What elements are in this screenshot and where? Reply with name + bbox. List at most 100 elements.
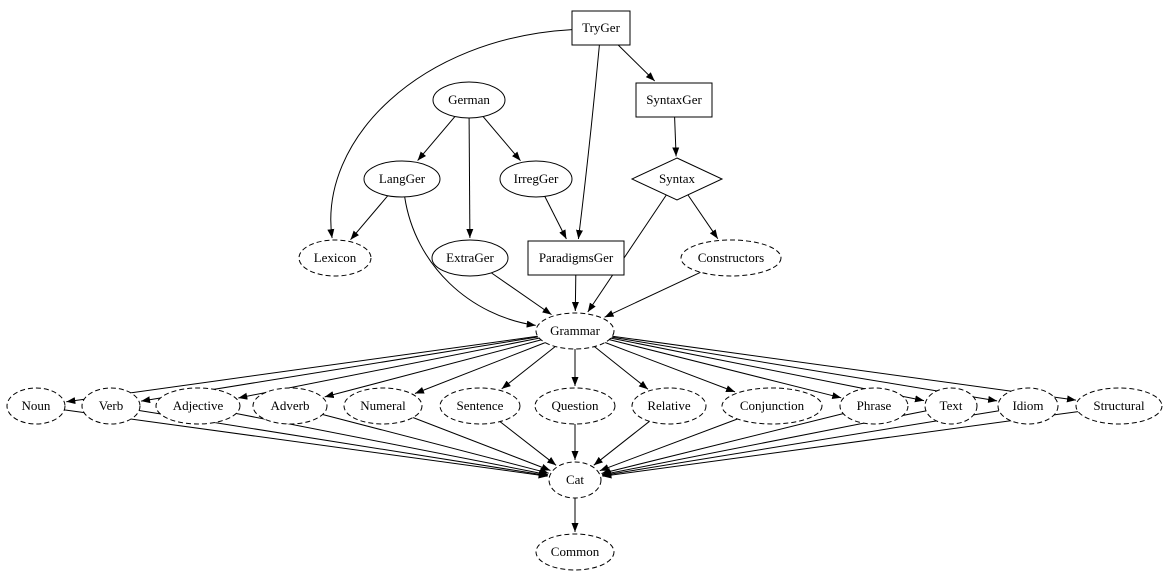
- node-shape-dashed-ellipse: [6, 387, 66, 425]
- node-label: Common: [551, 544, 600, 559]
- node-shape-dashed-ellipse: [721, 387, 823, 425]
- node-label: Question: [552, 398, 599, 413]
- node-LangGer: LangGer: [363, 160, 441, 198]
- node-ParadigmsGer: ParadigmsGer: [527, 240, 625, 276]
- node-shape-dashed-ellipse: [535, 312, 615, 350]
- node-Text: Text: [924, 387, 978, 425]
- edge-Grammar-to-Structural: [612, 335, 1077, 403]
- node-Phrase: Phrase: [839, 387, 909, 425]
- node-TryGer: TryGer: [571, 10, 631, 46]
- node-label: Verb: [99, 398, 124, 413]
- node-label: Conjunction: [740, 398, 805, 413]
- node-label: German: [448, 92, 490, 107]
- node-shape-dashed-ellipse: [155, 387, 241, 425]
- edge-Grammar-to-Noun: [66, 335, 538, 405]
- node-label: Text: [940, 398, 963, 413]
- node-label: Structural: [1093, 398, 1145, 413]
- node-shape-box: [635, 82, 713, 118]
- node-shape-ellipse: [499, 160, 573, 198]
- edge-Idiom-to-Cat: [602, 410, 1000, 478]
- node-Noun: Noun: [6, 387, 66, 425]
- node-label: Noun: [22, 398, 51, 413]
- edge-Structural-to-Cat: [602, 411, 1079, 479]
- edge-Syntax-to-Grammar: [587, 194, 667, 313]
- node-shape-ellipse: [432, 81, 506, 119]
- node-label: SyntaxGer: [646, 92, 702, 107]
- node-SyntaxGer: SyntaxGer: [635, 82, 713, 118]
- edge-Grammar-to-Adverb: [324, 339, 542, 398]
- node-label: Idiom: [1012, 398, 1043, 413]
- edge-LangGer-to-Grammar: [404, 196, 536, 328]
- node-shape-dashed-ellipse: [680, 239, 782, 277]
- node-German: German: [432, 81, 506, 119]
- node-label: ExtraGer: [446, 250, 494, 265]
- node-shape-dashed-ellipse: [439, 387, 521, 425]
- node-shape-dashed-ellipse: [298, 239, 372, 277]
- node-Adverb: Adverb: [252, 387, 328, 425]
- edge-TryGer-to-SyntaxGer: [617, 44, 656, 82]
- node-label: Cat: [566, 472, 584, 487]
- node-Relative: Relative: [631, 387, 707, 425]
- node-Structural: Structural: [1075, 387, 1163, 425]
- edge-Noun-to-Cat: [64, 409, 548, 479]
- node-shape-dashed-ellipse: [839, 387, 909, 425]
- node-label: TryGer: [582, 20, 620, 35]
- node-Grammar: Grammar: [535, 312, 615, 350]
- edge-Grammar-to-Conjunction: [604, 342, 736, 393]
- node-label: Constructors: [698, 250, 764, 265]
- edge-Grammar-to-Idiom: [611, 336, 998, 403]
- node-label: Relative: [647, 398, 691, 413]
- node-shape-dashed-ellipse: [534, 387, 616, 425]
- node-Constructors: Constructors: [680, 239, 782, 277]
- edge-Phrase-to-Cat: [601, 413, 844, 475]
- node-label: Phrase: [857, 398, 892, 413]
- node-shape-dashed-ellipse: [535, 533, 615, 571]
- node-Common: Common: [535, 533, 615, 571]
- node-label: IrregGer: [514, 171, 559, 186]
- node-shape-dashed-ellipse: [997, 387, 1059, 425]
- node-label: Adverb: [271, 398, 310, 413]
- edge-IrregGer-to-ParadigmsGer: [544, 196, 567, 240]
- edge-Constructors-to-Grammar: [604, 271, 701, 318]
- edge-TryGer-to-ParadigmsGer: [576, 44, 600, 240]
- node-shape-diamond: [630, 157, 724, 201]
- node-label: ParadigmsGer: [539, 250, 614, 265]
- node-Sentence: Sentence: [439, 387, 521, 425]
- node-Idiom: Idiom: [997, 387, 1059, 425]
- node-Cat: Cat: [548, 461, 602, 499]
- node-label: Adjective: [173, 398, 224, 413]
- node-shape-dashed-ellipse: [1075, 387, 1163, 425]
- edge-German-to-LangGer: [417, 116, 456, 161]
- edge-ExtraGer-to-Grammar: [491, 272, 552, 316]
- node-Verb: Verb: [81, 387, 141, 425]
- node-IrregGer: IrregGer: [499, 160, 573, 198]
- edge-Grammar-to-Phrase: [609, 339, 842, 400]
- node-shape-ellipse: [363, 160, 441, 198]
- node-Conjunction: Conjunction: [721, 387, 823, 425]
- node-shape-ellipse: [431, 239, 509, 277]
- node-shape-box: [527, 240, 625, 276]
- edge-Grammar-to-Numeral: [414, 342, 546, 394]
- edge-Conjunction-to-Cat: [599, 418, 738, 472]
- node-label: Syntax: [659, 171, 696, 186]
- node-Numeral: Numeral: [343, 387, 423, 425]
- node-label: Grammar: [550, 323, 600, 338]
- edge-Adverb-to-Cat: [322, 414, 549, 475]
- edge-ParadigmsGer-to-Grammar: [571, 274, 579, 312]
- node-label: Lexicon: [314, 250, 357, 265]
- node-shape-dashed-ellipse: [548, 461, 602, 499]
- node-shape-box: [571, 10, 631, 46]
- node-Syntax: Syntax: [630, 157, 724, 201]
- node-Lexicon: Lexicon: [298, 239, 372, 277]
- edge-LangGer-to-Lexicon: [350, 195, 389, 241]
- node-Question: Question: [534, 387, 616, 425]
- edge-German-to-ExtraGer: [466, 117, 474, 239]
- node-shape-dashed-ellipse: [631, 387, 707, 425]
- node-shape-dashed-ellipse: [81, 387, 141, 425]
- edge-SyntaxGer-to-Syntax: [672, 116, 680, 157]
- edge-Sentence-to-Cat: [499, 421, 557, 466]
- node-label: Numeral: [360, 398, 406, 413]
- node-shape-dashed-ellipse: [924, 387, 978, 425]
- edge-Grammar-to-Relative: [594, 346, 649, 390]
